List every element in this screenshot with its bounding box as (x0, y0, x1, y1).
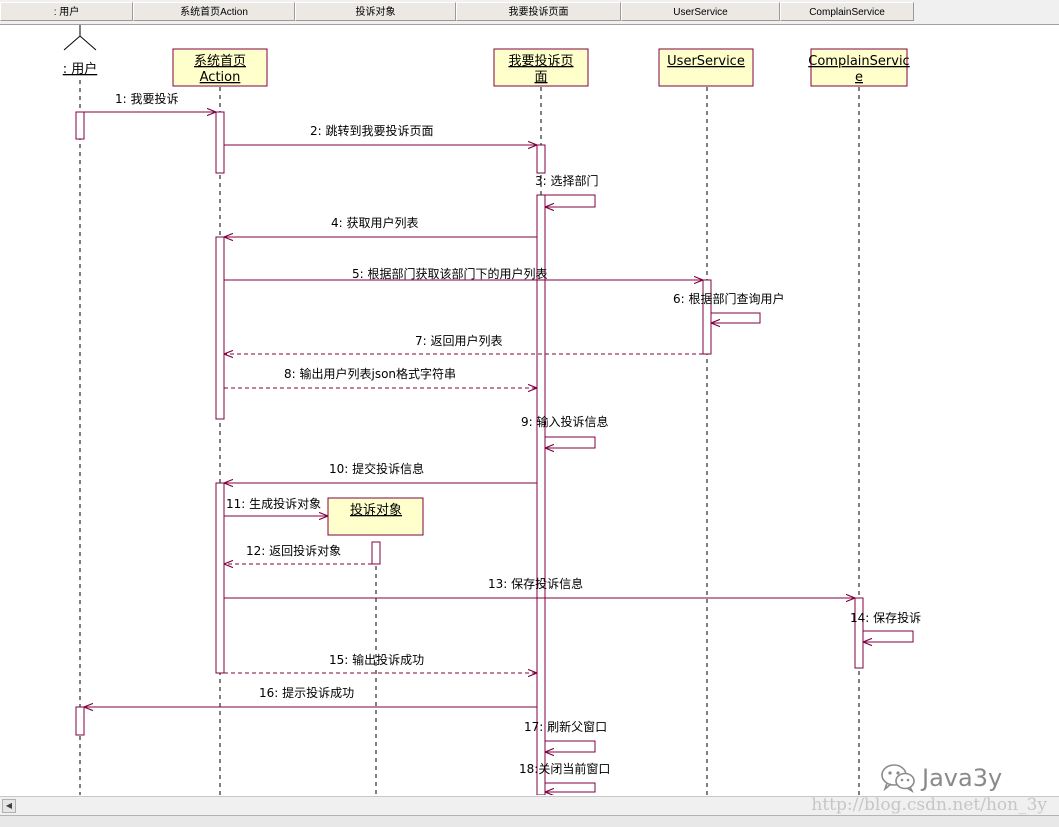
message-label-17[interactable]: 17: 刷新父窗口 (524, 719, 607, 734)
message-label-13[interactable]: 13: 保存投诉信息 (488, 576, 583, 591)
object-label-line-1: ComplainServic (808, 54, 909, 69)
actor-label: : 用户 (63, 61, 98, 77)
header-column-user[interactable]: : 用户 (0, 2, 133, 21)
message-label-7[interactable]: 7: 返回用户列表 (415, 333, 503, 348)
horizontal-scrollbar[interactable]: ◀ (0, 796, 1059, 815)
diagram-canvas[interactable]: : 用户 系统首页 Action 我要投诉页 面 UserService Com… (0, 25, 1059, 795)
watermark-brand: Java3y (880, 760, 1002, 796)
watermark-brand-text: Java3y (922, 764, 1003, 792)
header-column-complaint-page[interactable]: 我要投诉页面 (456, 2, 621, 21)
activation-bar[interactable] (215, 482, 225, 674)
message-arrow-6[interactable] (711, 312, 761, 323)
message-arrow-18[interactable] (545, 782, 596, 792)
header-column-complain-service[interactable]: ComplainService (780, 2, 914, 21)
object-box (172, 48, 268, 87)
object-label-line-2: Action (200, 70, 241, 85)
actor-user[interactable]: : 用户 (63, 25, 98, 77)
message-label-11[interactable]: 11: 生成投诉对象 (226, 496, 321, 511)
object-label-line-1: 投诉对象 (350, 502, 402, 518)
message-label-15[interactable]: 15: 输出投诉成功 (329, 652, 424, 667)
object-label-line-2: e (855, 70, 863, 85)
message-label-16[interactable]: 16: 提示投诉成功 (259, 685, 354, 700)
messages (84, 112, 914, 792)
object-box (658, 48, 754, 87)
object-home-action[interactable]: 系统首页 Action (172, 48, 268, 87)
activation-bar[interactable] (702, 279, 712, 355)
message-label-4[interactable]: 4: 获取用户列表 (331, 215, 419, 230)
lifelines (79, 80, 860, 795)
lifeline-header-bar: : 用户 系统首页Action 投诉对象 我要投诉页面 UserService … (0, 0, 1059, 25)
message-labels: 1: 我要投诉 2: 跳转到我要投诉页面 3: 选择部门 4: 获取用户列表 5… (115, 91, 921, 776)
object-box (493, 48, 589, 87)
status-bar (0, 815, 1059, 827)
wechat-icon (881, 764, 915, 793)
activation-bar[interactable] (371, 541, 381, 565)
activation-bar[interactable] (75, 706, 85, 736)
message-label-6[interactable]: 6: 根据部门查询用户 (673, 291, 785, 306)
activation-bar[interactable] (75, 111, 85, 140)
activation-bars (75, 111, 864, 796)
object-box (810, 48, 908, 87)
watermark-url: http://blog.csdn.net/hon_3y (811, 795, 1047, 815)
message-label-8[interactable]: 8: 输出用户列表json格式字符串 (284, 366, 456, 381)
object-user-service[interactable]: UserService (658, 48, 754, 87)
activation-bar[interactable] (536, 144, 546, 174)
activation-bar[interactable] (215, 111, 225, 174)
message-label-12[interactable]: 12: 返回投诉对象 (246, 543, 341, 558)
object-label-line-2: 面 (534, 70, 547, 85)
message-label-18[interactable]: 18:关闭当前窗口 (519, 761, 610, 776)
message-label-2[interactable]: 2: 跳转到我要投诉页面 (310, 123, 434, 138)
message-arrow-17[interactable] (545, 740, 596, 752)
header-column-complaint-object[interactable]: 投诉对象 (295, 2, 456, 21)
message-label-10[interactable]: 10: 提交投诉信息 (329, 461, 424, 476)
activation-bar[interactable] (215, 236, 225, 420)
sequence-diagram: : 用户 系统首页 Action 我要投诉页 面 UserService Com… (63, 25, 921, 796)
activation-bar[interactable] (536, 194, 546, 796)
header-column-user-service[interactable]: UserService (621, 2, 780, 21)
message-label-1[interactable]: 1: 我要投诉 (115, 91, 179, 106)
arrow-left-icon[interactable]: ◀ (2, 799, 16, 813)
message-arrow-3[interactable] (545, 194, 596, 207)
message-arrow-9[interactable] (545, 436, 596, 448)
message-arrow-14[interactable] (863, 630, 914, 642)
header-column-home-action[interactable]: 系统首页Action (133, 2, 295, 21)
message-label-5[interactable]: 5: 根据部门获取该部门下的用户列表 (352, 266, 548, 281)
message-label-14[interactable]: 14: 保存投诉 (850, 610, 921, 625)
message-label-3[interactable]: 3: 选择部门 (535, 173, 599, 188)
object-complaint-page[interactable]: 我要投诉页 面 (493, 48, 589, 87)
object-complain-service[interactable]: ComplainServic e (808, 48, 910, 87)
actor-stick-figure-icon (63, 25, 97, 51)
object-complaint-object[interactable]: 投诉对象 (327, 497, 424, 536)
object-label-line-1: UserService (667, 54, 745, 69)
object-label-line-1: 系统首页 (194, 54, 246, 69)
message-label-9[interactable]: 9: 输入投诉信息 (521, 414, 609, 429)
activation-bar[interactable] (854, 597, 864, 669)
object-label-line-1: 我要投诉页 (508, 53, 573, 69)
